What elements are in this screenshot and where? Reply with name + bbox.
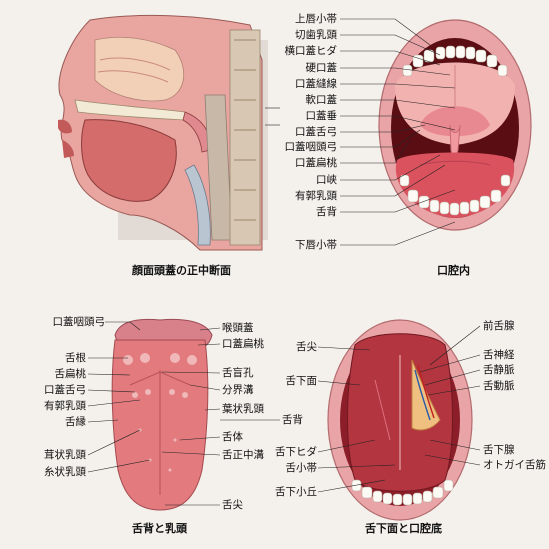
label-vallate-papillae: 有郭乳頭 [295,190,337,202]
label-lingual-nerve: 舌神経 [483,349,515,361]
label-tongue-dorsum-2: 舌背 [282,414,303,426]
label-palatoglossal-arch-2: 口蓋舌弓 [44,384,86,396]
label-tongue-margin: 舌縁 [65,416,86,428]
label-palatine-raphe: 口蓋縫線 [295,78,337,90]
label-tongue-tip: 舌尖 [296,341,317,353]
sagittal-section-illustration [58,15,268,250]
label-foramen-cecum: 舌盲孔 [222,367,254,379]
label-lower-lip-frenulum: 下唇小帯 [295,239,337,251]
label-inferior-surface: 舌下面 [286,375,318,387]
label-genioglossus: オトガイ舌筋 [483,459,546,471]
label-sublingual-gland: 舌下腺 [483,444,515,456]
label-tongue-body: 舌体 [222,431,243,443]
caption-tongue: 舌背と乳頭 [132,520,187,536]
label-epiglottis: 喉頭蓋 [222,322,254,334]
label-upper-lip-frenulum: 上唇小帯 [295,13,337,25]
oral-cavity-illustration [379,20,531,230]
label-anterior-lingual-gland: 前舌腺 [483,320,515,332]
label-tongue-root: 舌根 [65,352,86,364]
label-palatine-tonsil: 口蓋扁桃 [295,157,337,169]
label-palatopharyngeal-arch-2: 口蓋咽頭弓 [53,316,106,328]
label-fungiform-papillae: 茸状乳頭 [44,449,86,461]
caption-sagittal: 顔面頭蓋の正中断面 [132,262,231,278]
label-hard-palate: 硬口蓋 [306,62,338,74]
label-filiform-papillae: 糸状乳頭 [44,466,86,478]
label-palatine-tonsil-2: 口蓋扁桃 [222,338,264,350]
tongue-dorsum-illustration [112,319,212,510]
label-soft-palate: 軟口蓋 [306,94,338,106]
label-vallate-papillae-2: 有郭乳頭 [44,400,86,412]
label-fauces: 口峡 [316,174,337,186]
sublingual-illustration [328,320,472,520]
label-foliate-papillae: 葉状乳頭 [222,403,264,415]
label-tongue-apex: 舌尖 [222,499,243,511]
label-uvula: 口蓋垂 [306,110,338,122]
label-lingual-frenulum: 舌小帯 [286,462,318,474]
label-lingual-vein: 舌静脈 [483,364,515,376]
label-terminal-sulcus: 分界溝 [222,384,254,396]
label-lingual-artery: 舌動脈 [483,380,515,392]
label-median-sulcus: 舌正中溝 [222,449,264,461]
label-palatine-rugae: 横口蓋ヒダ [285,45,338,57]
label-sublingual-caruncle: 舌下小丘 [275,486,317,498]
caption-sublingual: 舌下面と口腔底 [365,520,442,536]
label-palatoglossal-arch: 口蓋舌弓 [295,126,337,138]
label-palatopharyngeal-arch: 口蓋咽頭弓 [285,141,338,153]
caption-oral-cavity: 口腔内 [437,262,470,278]
label-tongue-dorsum: 舌背 [316,206,337,218]
label-lingual-tonsil: 舌扁桃 [55,368,87,380]
label-sublingual-fold: 舌下ヒダ [275,446,317,458]
label-incisive-papilla: 切歯乳頭 [295,29,337,41]
